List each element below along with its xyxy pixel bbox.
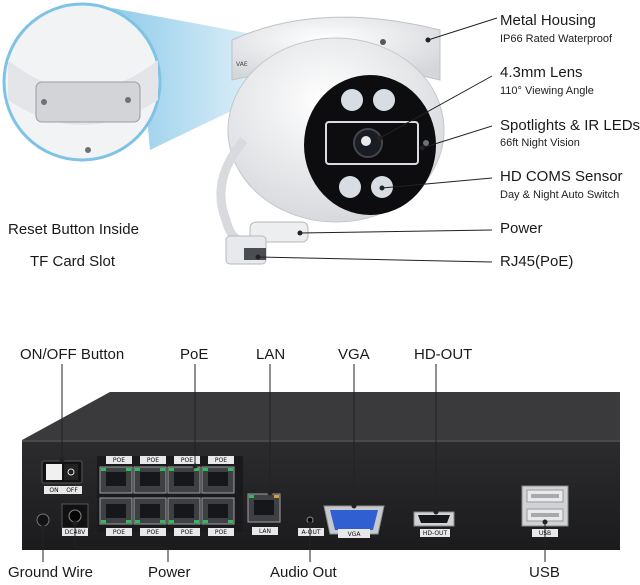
vga-label: VGA xyxy=(338,346,370,363)
reset-cover xyxy=(35,81,141,123)
spotlights-desc: 66ft Night Vision xyxy=(500,137,580,149)
power-switch[interactable] xyxy=(41,460,83,484)
hdout-label: HD-OUT xyxy=(414,346,473,363)
aout-port-label: A-OUT xyxy=(301,529,320,536)
power-callout-title: Power xyxy=(500,220,543,237)
dc-jack[interactable] xyxy=(68,509,82,523)
audio-out-label: Audio Out xyxy=(270,564,337,581)
magnifier-detail xyxy=(2,2,162,162)
vga-port[interactable] xyxy=(323,505,385,535)
camera-body xyxy=(227,16,445,223)
poe-label-2: POE xyxy=(147,457,159,464)
rj45-callout-title: RJ45(PoE) xyxy=(500,253,574,270)
camera-cable xyxy=(216,137,309,265)
reset-button-label: Reset Button Inside xyxy=(8,221,139,238)
lan-label: LAN xyxy=(256,346,286,363)
ground-wire-label: Ground Wire xyxy=(8,564,94,581)
poe-port-5 xyxy=(99,497,133,525)
poe-label-4: POE xyxy=(215,457,227,464)
switch-off-label: OFF xyxy=(66,487,78,494)
metal-housing-title: Metal Housing xyxy=(500,12,596,29)
lens-desc: 110° Viewing Angle xyxy=(500,85,594,97)
hdout-port-label: HD-OUT xyxy=(423,530,448,537)
power-label: Power xyxy=(148,564,191,581)
usb-ports[interactable] xyxy=(521,485,569,527)
sensor-title: HD COMS Sensor xyxy=(500,168,623,185)
ground-screw[interactable] xyxy=(36,513,50,527)
onoff-label: ON/OFF Button xyxy=(20,346,125,363)
lan-port-label: LAN xyxy=(259,528,271,535)
poe-port-3 xyxy=(167,466,201,494)
poe-port-1 xyxy=(99,466,133,494)
poe-port-8 xyxy=(201,497,235,525)
lan-port[interactable] xyxy=(247,493,281,523)
poe-port-6 xyxy=(133,497,167,525)
poe-label-8: POE xyxy=(215,529,227,536)
vga-port-label: VGA xyxy=(348,531,362,538)
dc-label: DC48V xyxy=(65,529,86,536)
metal-housing-desc: IP66 Rated Waterproof xyxy=(500,33,613,45)
poe-label: PoE xyxy=(180,346,209,363)
poe-port-7 xyxy=(167,497,201,525)
poe-label-5: POE xyxy=(113,529,125,536)
sensor-desc: Day & Night Auto Switch xyxy=(500,189,620,201)
poe-port-2 xyxy=(133,466,167,494)
poe-label-7: POE xyxy=(181,529,193,536)
spotlights-title: Spotlights & IR LEDs xyxy=(500,117,640,134)
poe-label-6: POE xyxy=(147,529,159,536)
nvr-callout-lines xyxy=(40,364,548,562)
callout-lines xyxy=(255,17,498,263)
usb-label: USB xyxy=(529,564,560,581)
poe-port-4 xyxy=(201,466,235,494)
lens-title: 4.3mm Lens xyxy=(500,64,583,81)
switch-on-label: ON xyxy=(49,487,58,494)
hdout-port[interactable] xyxy=(413,511,455,527)
usb-port-label: USB xyxy=(539,530,551,537)
poe-label-1: POE xyxy=(113,457,125,464)
tf-card-label: TF Card Slot xyxy=(30,253,116,270)
poe-label-3: POE xyxy=(181,457,193,464)
brand-mark: VAE xyxy=(236,61,248,68)
poe-ports[interactable] xyxy=(99,466,235,525)
